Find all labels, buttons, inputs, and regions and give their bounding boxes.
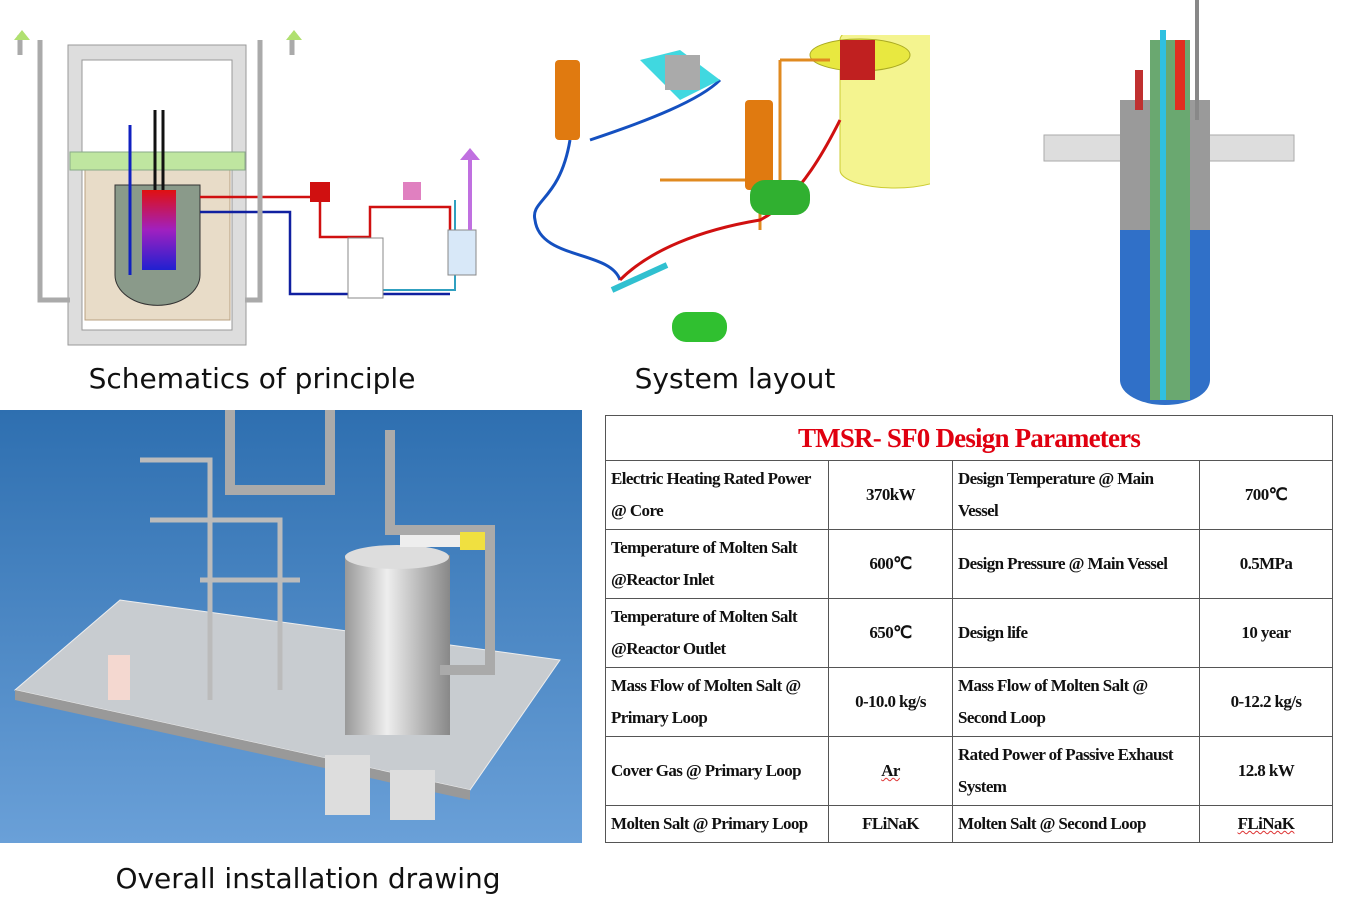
param-name: Mass Flow of Molten Salt @ Second Loop [952,667,1200,737]
param-value: 0.5MPa [1199,529,1333,599]
param-name: Temperature of Molten Salt @Reactor Outl… [605,598,829,668]
param-name: Design life [952,598,1200,668]
schematic-caption: Schematics of principle [88,362,416,395]
param-name: Mass Flow of Molten Salt @ Primary Loop [605,667,829,737]
param-value: 370kW [828,460,953,530]
installation-caption: Overall installation drawing [115,862,501,895]
param-name: Molten Salt @ Primary Loop [605,805,829,843]
param-value: 650℃ [828,598,953,668]
param-name: Design Pressure @ Main Vessel [952,529,1200,599]
param-value: FLiNaK [828,805,953,843]
table-row: Mass Flow of Molten Salt @ Primary Loop … [605,667,1333,737]
table-row: Cover Gas @ Primary Loop Ar Rated Power … [605,736,1333,806]
design-parameters-table: TMSR- SF0 Design Parameters Electric Hea… [605,415,1333,843]
param-value: 12.8 kW [1199,736,1333,806]
param-name: Molten Salt @ Second Loop [952,805,1200,843]
param-value: 0-10.0 kg/s [828,667,953,737]
param-name: Rated Power of Passive Exhaust System [952,736,1200,806]
table-row: Molten Salt @ Primary Loop FLiNaK Molten… [605,805,1333,843]
table-row: Temperature of Molten Salt @Reactor Inle… [605,529,1333,599]
table-row: Temperature of Molten Salt @Reactor Outl… [605,598,1333,668]
param-name: Design Temperature @ Main Vessel [952,460,1200,530]
reactor-vessel-cutaway [1043,0,1295,405]
param-value: 600℃ [828,529,953,599]
param-value: 10 year [1199,598,1333,668]
table-row: Electric Heating Rated Power @ Core 370k… [605,460,1333,530]
param-value: 0-12.2 kg/s [1199,667,1333,737]
param-name: Electric Heating Rated Power @ Core [605,460,829,530]
param-value: 700℃ [1199,460,1333,530]
param-value-cell: Ar [828,736,953,806]
param-value: FLiNaK [1237,814,1295,833]
param-name: Cover Gas @ Primary Loop [605,736,829,806]
system-layout-caption: System layout [634,362,836,395]
installation-drawing [0,410,582,843]
param-value-cell: FLiNaK [1199,805,1333,843]
param-name: Temperature of Molten Salt @Reactor Inle… [605,529,829,599]
param-value: Ar [881,761,900,780]
schematic-diagram [14,30,480,346]
table-title: TMSR- SF0 Design Parameters [605,415,1333,461]
system-layout-diagram [532,35,930,342]
